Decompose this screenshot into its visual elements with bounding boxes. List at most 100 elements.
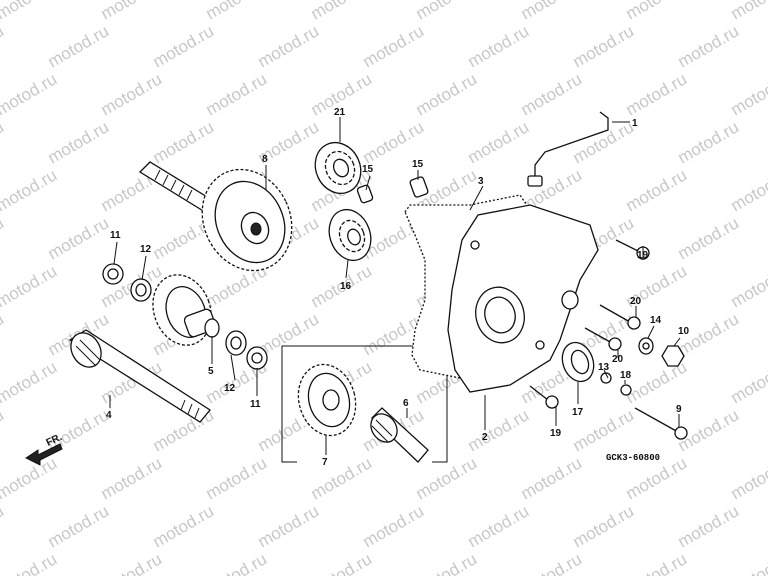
part-6-countershaft[interactable] [366, 407, 429, 463]
watermark-text: motod.ru [623, 69, 691, 119]
part-10-drain-bolt[interactable] [661, 345, 685, 367]
callout-7: 7 [322, 457, 328, 468]
watermark-text: motod.ru [360, 501, 428, 551]
watermark-text: motod.ru [150, 501, 218, 551]
watermark-text: motod.ru [203, 0, 271, 23]
watermark-text: motod.ru [45, 501, 113, 551]
watermark-text: motod.ru [675, 117, 743, 167]
callout-15-left: 15 [362, 164, 374, 175]
leader-lines [109, 117, 681, 455]
watermark-text: motod.ru [728, 357, 768, 407]
callout-13: 13 [598, 362, 610, 373]
part-4-drive-shaft[interactable] [65, 327, 211, 423]
callout-8: 8 [262, 154, 268, 165]
part-2-transmission-cover[interactable] [447, 204, 599, 393]
watermark-text: motod.ru [0, 453, 60, 503]
callout-21: 21 [334, 107, 346, 118]
watermark-text: motod.ru [728, 69, 768, 119]
diagram-code: GCK3-60800 [606, 453, 660, 463]
watermark-text: motod.ru [255, 21, 323, 71]
watermark-text: motod.ru [308, 549, 376, 576]
part-19-bolt-lower[interactable] [529, 385, 559, 409]
watermark-text: motod.ru [45, 213, 113, 263]
watermark-text: motod.ru [728, 261, 768, 311]
part-11-washer-upper[interactable] [102, 263, 124, 285]
watermark-text: motod.ru [150, 21, 218, 71]
group-bracket [281, 345, 448, 463]
watermark-text: motod.ru [518, 69, 586, 119]
callout-20-lower: 20 [612, 354, 624, 365]
watermark-text: motod.ru [308, 0, 376, 23]
part-20-bolt-lower[interactable] [584, 327, 622, 351]
part-11-washer-lower[interactable] [246, 346, 268, 370]
callout-11-lower: 11 [250, 399, 261, 410]
watermark-text: motod.ru [0, 357, 60, 407]
watermark-text: motod.ru [0, 117, 7, 167]
callout-15-right: 15 [412, 159, 424, 170]
watermark-text: motod.ru [203, 549, 271, 576]
watermark-text: motod.ru [0, 69, 60, 119]
part-21-bearing[interactable] [307, 135, 369, 201]
callout-6: 6 [403, 398, 409, 409]
watermark-text: motod.ru [675, 213, 743, 263]
watermark-text: motod.ru [98, 453, 166, 503]
watermark-text: motod.ru [0, 405, 7, 455]
watermark-text: motod.ru [518, 549, 586, 576]
part-8-final-shaft-gear[interactable] [138, 155, 308, 286]
watermark-text: motod.ru [0, 213, 7, 263]
part-15-dowel-pin-right[interactable] [409, 176, 429, 198]
watermark-text: motod.ru [465, 21, 533, 71]
watermark-text: motod.ru [413, 69, 481, 119]
watermark-text: motod.ru [0, 549, 60, 576]
part-5-countershaft-gear[interactable] [143, 267, 220, 354]
watermark-text: motod.ru [0, 501, 7, 551]
part-12-washer-lower[interactable] [225, 330, 247, 356]
callout-20-upper: 20 [630, 296, 642, 307]
watermark-text: motod.ru [623, 165, 691, 215]
watermark-text: motod.ru [570, 21, 638, 71]
part-17-oil-seal[interactable] [557, 338, 599, 386]
part-1-breather-tube[interactable] [527, 111, 609, 187]
part-16-bearing[interactable] [322, 204, 377, 267]
part-12-washer-upper[interactable] [130, 278, 152, 302]
watermark-text: motod.ru [255, 501, 323, 551]
watermark-text: motod.ru [98, 0, 166, 23]
callout-2: 2 [482, 432, 488, 443]
watermark-text: motod.ru [518, 0, 586, 23]
part-9-check-bolt[interactable] [634, 407, 688, 440]
watermark-text: motod.ru [360, 21, 428, 71]
watermark-text: motod.ru [0, 0, 60, 23]
callout-16: 16 [340, 281, 352, 292]
watermark-text: motod.ru [413, 453, 481, 503]
watermark-text: motod.ru [98, 549, 166, 576]
watermark-text: motod.ru [623, 549, 691, 576]
part-18-washer[interactable] [620, 384, 632, 396]
part-14-washer[interactable] [638, 337, 654, 355]
watermark-text: motod.ru [203, 453, 271, 503]
watermark-text: motod.ru [98, 69, 166, 119]
callout-19-upper: 19 [637, 250, 649, 261]
watermark-text: motod.ru [0, 309, 7, 359]
watermark-text: motod.ru [518, 453, 586, 503]
part-15-dowel-pin-left[interactable] [356, 184, 374, 204]
watermark-text: motod.ru [465, 117, 533, 167]
callout-19-lower: 19 [550, 428, 562, 439]
watermark-text: motod.ru [728, 453, 768, 503]
callout-17: 17 [572, 407, 584, 418]
watermark-text: motod.ru [728, 0, 768, 23]
part-20-bolt-upper[interactable] [599, 304, 641, 330]
callout-14: 14 [650, 315, 662, 326]
watermark-text: motod.ru [728, 165, 768, 215]
callout-12-lower: 12 [224, 383, 236, 394]
watermark-text: motod.ru [728, 549, 768, 576]
watermark-text: motod.ru [203, 69, 271, 119]
watermark-text: motod.ru [45, 21, 113, 71]
part-7-counter-gear[interactable] [291, 358, 364, 442]
callout-10: 10 [678, 326, 690, 337]
watermark-text: motod.ru [308, 453, 376, 503]
watermark-text: motod.ru [623, 357, 691, 407]
front-direction-arrow-icon [25, 443, 63, 466]
